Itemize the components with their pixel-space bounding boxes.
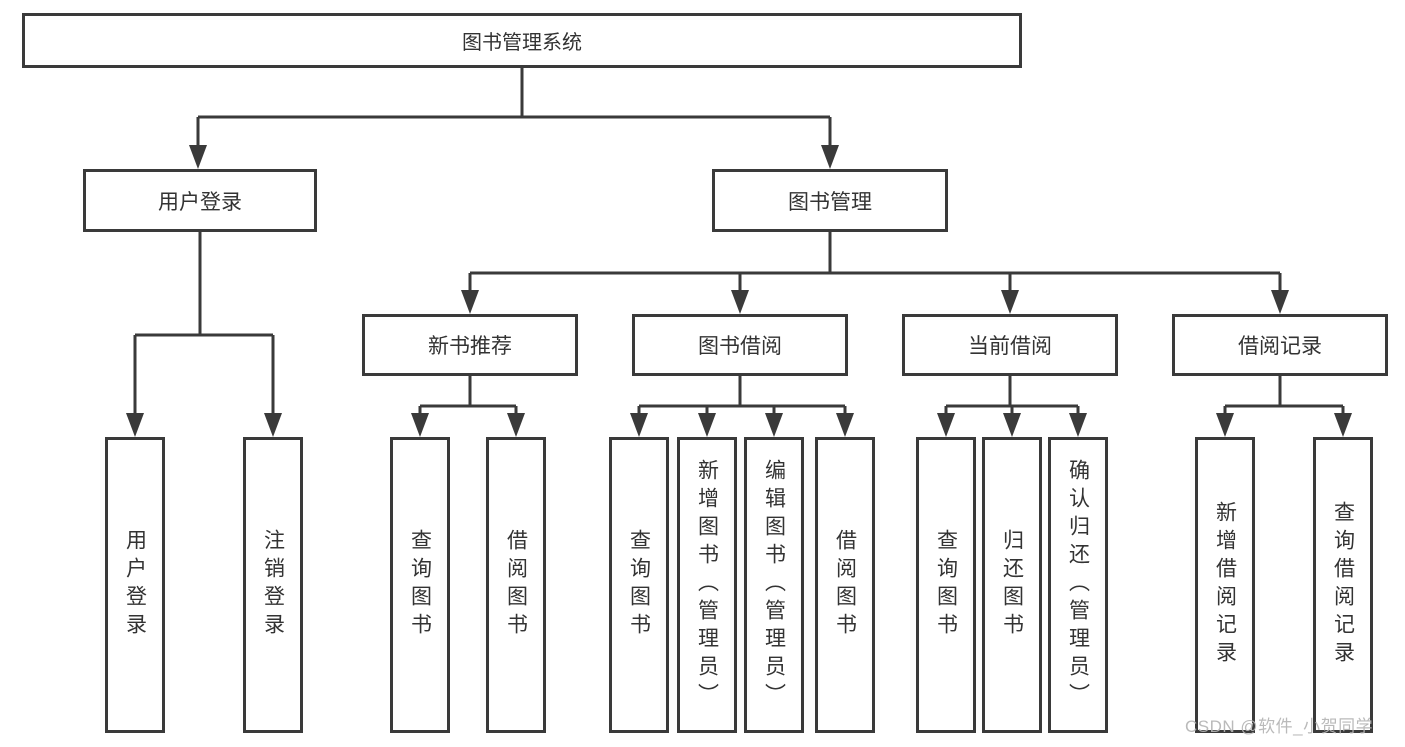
leaf-logout: 注销登录: [243, 437, 303, 733]
node-root-system: 图书管理系统: [22, 13, 1022, 68]
node-new-book-recommend: 新书推荐: [362, 314, 578, 376]
leaf-user-login: 用户登录: [105, 437, 165, 733]
arrowhead-icon: [126, 145, 1352, 437]
leaf-current-return-books: 归还图书: [982, 437, 1042, 733]
leaf-borrow-borrow-books: 借阅图书: [815, 437, 875, 733]
leaf-borrow-query-books: 查询图书: [609, 437, 669, 733]
csdn-watermark: CSDN @软件_小贺同学: [1185, 717, 1374, 736]
leaf-records-query-record: 查询借阅记录: [1313, 437, 1373, 733]
node-current-borrow: 当前借阅: [902, 314, 1118, 376]
node-book-management: 图书管理: [712, 169, 948, 232]
leaf-borrow-add-books-admin: 新增图书（管理员）: [677, 437, 737, 733]
leaf-records-add-record: 新增借阅记录: [1195, 437, 1255, 733]
node-book-borrow: 图书借阅: [632, 314, 848, 376]
leaf-borrow-edit-books-admin: 编辑图书（管理员）: [744, 437, 804, 733]
leaf-current-query-books: 查询图书: [916, 437, 976, 733]
leaf-recommend-borrow-books: 借阅图书: [486, 437, 546, 733]
node-user-login: 用户登录: [83, 169, 317, 232]
node-borrow-records: 借阅记录: [1172, 314, 1388, 376]
connector-path: [133, 68, 1345, 415]
leaf-current-confirm-return-admin: 确认归还（管理员）: [1048, 437, 1108, 733]
leaf-recommend-query-books: 查询图书: [390, 437, 450, 733]
